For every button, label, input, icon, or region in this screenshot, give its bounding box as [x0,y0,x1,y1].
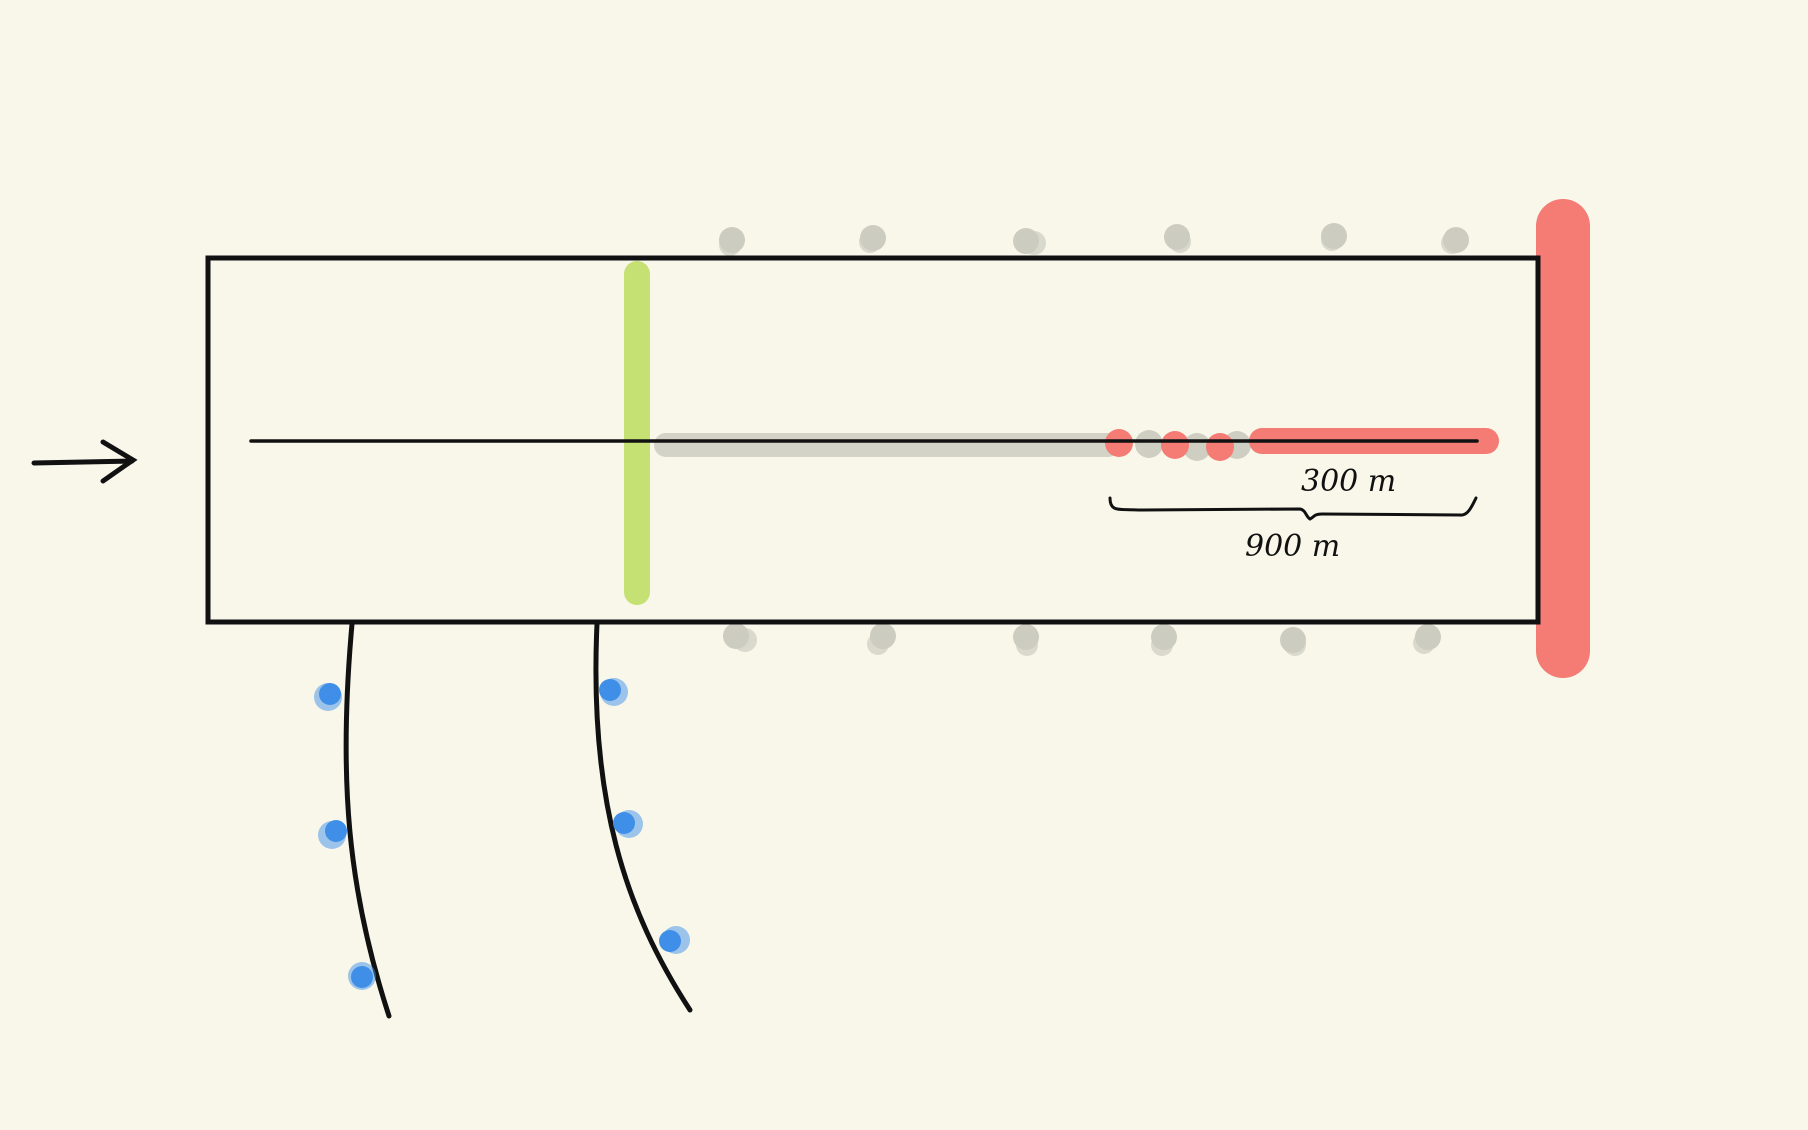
blue-marker [319,683,341,705]
red-marker [1206,433,1234,461]
curve-left [343,621,392,1019]
grey-marker [859,231,881,253]
grey-marker [733,628,757,652]
right-arrow-icon [31,439,138,484]
blue-marker-cluster [314,678,690,990]
bottom-marker-row [723,623,1441,656]
grey-marker [1016,634,1038,656]
blue-marker [325,820,347,842]
grey-marker [719,234,741,256]
label-900m: 900 m [1245,529,1340,564]
red-marker [1105,429,1133,457]
red-marker [1161,431,1189,459]
blue-marker [613,812,635,834]
grey-marker [867,633,889,655]
top-marker-row [719,223,1469,256]
grey-marker [1022,231,1046,255]
curve-right [593,621,693,1013]
grey-marker [1441,232,1463,254]
grey-marker [1284,634,1306,656]
grey-marker [1151,634,1173,656]
grey-marker [1321,229,1343,251]
blue-marker [599,679,621,701]
red-marker-cluster [1105,429,1234,461]
label-300m: 300 m [1301,464,1396,499]
grey-marker [1413,632,1435,654]
curly-brace [1108,496,1478,521]
blue-marker [351,966,373,988]
blue-marker [659,930,681,952]
main-rectangle [205,255,1541,625]
grey-blob [1135,430,1163,458]
grey-marker [1169,231,1191,253]
